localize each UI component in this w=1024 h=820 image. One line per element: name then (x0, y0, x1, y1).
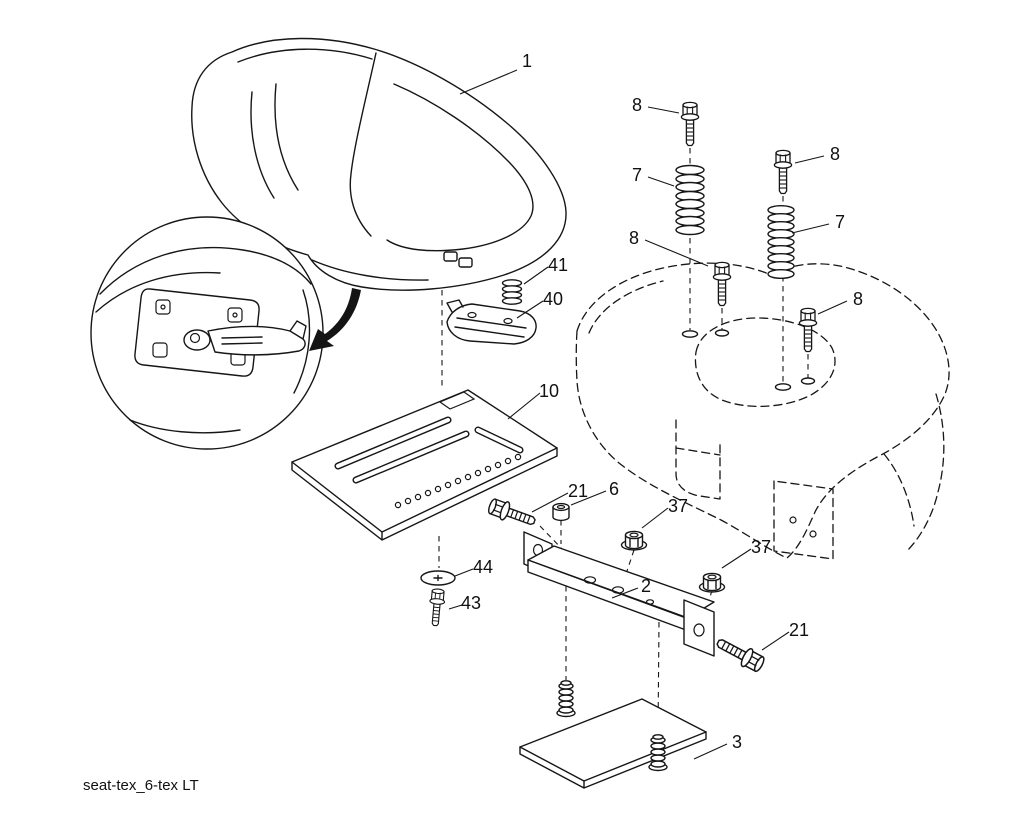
part-label-latch-bracket: 40 (543, 289, 563, 309)
stud-rear (648, 734, 668, 772)
part-label-shoulder-bolt-right: 21 (789, 620, 809, 640)
part-label-mount-plate: 3 (732, 732, 742, 752)
part-label-flange-nut-upper: 37 (668, 496, 688, 516)
part-label-seat-bracket: 2 (641, 576, 651, 596)
part-label-washer: 44 (473, 557, 493, 577)
flange-nut-37-upper (620, 530, 648, 551)
bolt-8-right (798, 307, 818, 353)
bolt-8-top-left (680, 101, 700, 147)
part-label-shoulder-bolt-left: 21 (568, 481, 588, 501)
part-label-bolt-upper-right: 8 (830, 144, 840, 164)
part-label-spring-small: 41 (548, 255, 568, 275)
diagram-caption: seat-tex_6-tex LT (83, 777, 199, 794)
part-label-flange-nut-lower: 37 (751, 537, 771, 557)
part-label-bolt-mid: 8 (629, 228, 639, 248)
spring-41 (501, 279, 523, 305)
seat-pan (291, 389, 558, 541)
spring-7-left (675, 164, 705, 236)
shoulder-bolt-21-right (712, 632, 768, 675)
part-label-bolt-top: 8 (632, 95, 642, 115)
leader-lines (448, 69, 848, 760)
spring-7-right (767, 204, 795, 280)
mount-plate (519, 698, 707, 789)
latch-bracket-40 (446, 299, 537, 345)
part-labels: 1 8 8 7 7 8 8 41 40 10 21 6 37 37 2 44 4… (461, 51, 863, 752)
stud-front (556, 680, 576, 718)
flange-nut-37-lower (698, 572, 726, 593)
bolt-8-upper-right (773, 149, 793, 195)
part-label-spring-left: 7 (632, 165, 642, 185)
latch-detail-view (90, 216, 324, 450)
part-label-seat: 1 (522, 51, 532, 71)
magnify-arrow-icon (309, 288, 361, 351)
part-label-spacer-nut: 6 (609, 479, 619, 499)
fender-outline (575, 262, 950, 560)
fender-mount-holes (681, 329, 817, 538)
shoulder-bolt-21-left (485, 495, 539, 532)
part-label-bolt-small: 43 (461, 593, 481, 613)
part-label-spring-right: 7 (835, 212, 845, 232)
bolt-43 (427, 587, 447, 627)
seat-bracket (523, 531, 715, 657)
bolt-8-mid (712, 261, 732, 307)
spacer-nut-6 (552, 502, 570, 522)
washer-44 (420, 570, 456, 586)
part-label-seat-pan: 10 (539, 381, 559, 401)
part-label-bolt-right: 8 (853, 289, 863, 309)
seat (191, 37, 567, 291)
